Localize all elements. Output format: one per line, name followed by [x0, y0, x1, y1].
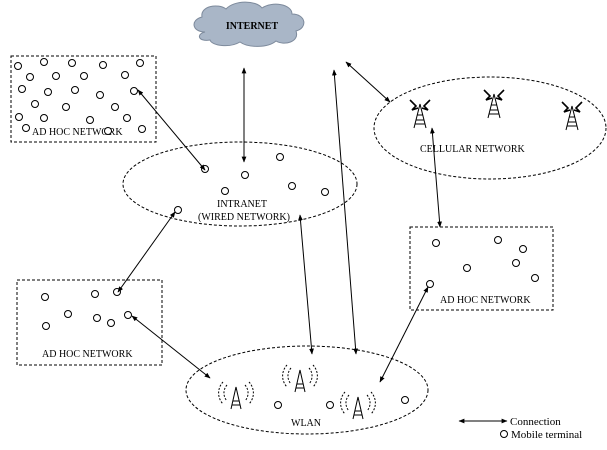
mobile-terminal	[22, 124, 30, 132]
wlan-access-point-icon	[218, 381, 254, 410]
intranet-terminals	[174, 153, 329, 214]
adhoc-top-left-terminals	[14, 58, 146, 135]
mobile-terminal	[274, 401, 282, 409]
adhoc-right-label: AD HOC NETWORK	[440, 295, 531, 306]
mobile-terminal	[99, 61, 107, 69]
mobile-terminal	[64, 310, 72, 318]
mobile-terminal	[71, 86, 79, 94]
mobile-terminal	[62, 103, 70, 111]
mobile-terminal	[121, 71, 129, 79]
mobile-terminal	[14, 62, 22, 70]
wired-network-label: (WIRED NETWORK)	[198, 212, 290, 223]
mobile-terminal	[26, 73, 34, 81]
mobile-terminal	[174, 206, 182, 214]
cellular-network-label: CELLULAR NETWORK	[420, 144, 525, 155]
mobile-terminal	[86, 116, 94, 124]
adhoc-right-terminals	[426, 236, 539, 288]
cellular-tower-icon	[483, 89, 505, 119]
wlan-access-point-icon	[340, 391, 376, 420]
mobile-terminal	[18, 85, 26, 93]
mobile-terminal	[221, 187, 229, 195]
mobile-terminal	[326, 401, 334, 409]
mobile-terminal	[52, 72, 60, 80]
mobile-terminal	[401, 396, 409, 404]
wlan-label: WLAN	[291, 418, 321, 429]
mobile-terminal	[288, 182, 296, 190]
mobile-terminal	[124, 311, 132, 319]
mobile-terminal	[107, 319, 115, 327]
connections	[117, 61, 442, 383]
mobile-terminal	[123, 114, 131, 122]
intranet-label: INTRANET	[217, 199, 267, 210]
mobile-terminal	[91, 290, 99, 298]
internet-label: INTERNET	[226, 21, 279, 32]
mobile-terminal	[44, 88, 52, 96]
mobile-terminal	[512, 259, 520, 267]
mobile-terminal	[40, 58, 48, 66]
mobile-terminal	[276, 153, 284, 161]
cellular-tower-icon	[409, 99, 431, 129]
mobile-terminal	[432, 239, 440, 247]
mobile-terminal	[463, 264, 471, 272]
legend-connection-label: Connection	[510, 416, 561, 428]
cellular-network-region	[373, 76, 607, 180]
mobile-terminal	[426, 280, 434, 288]
connection-intranet-wlan	[298, 214, 314, 355]
mobile-terminal	[42, 322, 50, 330]
mobile-terminal	[80, 72, 88, 80]
mobile-terminal	[494, 236, 502, 244]
mobile-terminal	[96, 91, 104, 99]
wlan-terminals	[274, 396, 409, 409]
mobile-terminal	[31, 100, 39, 108]
connection-adhoc-topleft-intranet	[137, 89, 206, 171]
mobile-terminal	[138, 125, 146, 133]
connection-intranet-adhoc-bottomleft	[117, 211, 176, 293]
adhoc-bottom-left-label: AD HOC NETWORK	[42, 349, 133, 360]
mobile-terminal	[111, 103, 119, 111]
legend-mobile-terminal-icon	[500, 430, 508, 438]
mobile-terminal	[241, 171, 249, 179]
mobile-terminal	[104, 127, 112, 135]
mobile-terminal	[130, 87, 138, 95]
mobile-terminal	[136, 59, 144, 67]
connection-adhoc-right-wlan	[379, 286, 429, 383]
internet-cloud: INTERNET	[193, 1, 305, 47]
mobile-terminal	[15, 113, 23, 121]
mobile-terminal	[531, 274, 539, 282]
mobile-terminal	[321, 188, 329, 196]
mobile-terminal	[519, 245, 527, 253]
mobile-terminal	[93, 314, 101, 322]
connection-internet-wlan	[332, 69, 358, 355]
adhoc-top-left-label: AD HOC NETWORK	[32, 127, 123, 138]
legend: Connection Mobile terminal	[458, 416, 582, 441]
mobile-terminal	[41, 293, 49, 301]
cellular-tower-icon	[561, 101, 583, 131]
connection-internet-cellular	[345, 61, 391, 103]
wlan-access-point-icon	[282, 364, 318, 393]
adhoc-network-right	[409, 226, 554, 311]
connection-cellular-adhoc-right	[430, 127, 442, 228]
mobile-terminal	[40, 114, 48, 122]
adhoc-bottom-left-terminals	[41, 288, 132, 330]
connection-adhoc-bottomleft-wlan	[131, 315, 211, 379]
legend-mobile-terminal-label: Mobile terminal	[511, 429, 582, 441]
mobile-terminal	[68, 59, 76, 67]
